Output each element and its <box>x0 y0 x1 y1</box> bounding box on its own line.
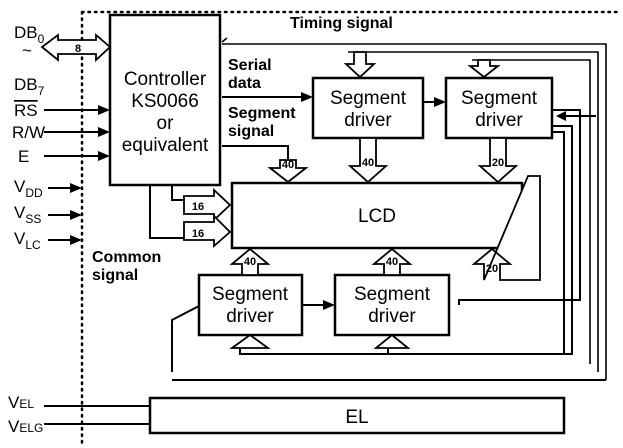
data-bus-arrow <box>40 33 112 63</box>
pin-vlc: VLC <box>14 229 41 252</box>
bus-arrow-seg-bottom-2 <box>371 247 413 276</box>
bus-width-common-lower: 16 <box>192 228 204 240</box>
bus-arrow-seg-top-3 <box>477 137 519 184</box>
bus-width-seg-top-3: 20 <box>492 157 504 169</box>
lower-driver-feed-wires <box>239 111 596 355</box>
segment-driver-bottom-right: Segment driver <box>333 273 451 337</box>
segment-signal-path <box>222 145 289 160</box>
controller-label-2: KS0066 <box>131 91 199 112</box>
segment-driver-label-1: Segment <box>212 284 289 305</box>
pin-rw: R/W <box>12 123 45 142</box>
bus-arrow-lower-left <box>229 333 271 349</box>
lcd-panel: LCD <box>230 181 524 250</box>
timing-signal-label: Timing signal <box>290 15 393 32</box>
bus-width-seg-bottom-3: 20 <box>486 263 498 275</box>
pin-rs: RS <box>14 101 38 120</box>
bus-width-seg-bottom-1: 40 <box>244 256 256 268</box>
bus-arrow-seg-bottom-1 <box>229 247 271 276</box>
pin-e: E <box>18 147 29 166</box>
bus-arrow-timing-2 <box>467 59 501 79</box>
segment-driver-label-2: driver <box>475 110 523 131</box>
el-panel: EL <box>148 396 566 435</box>
bus-width-seg-bottom-2: 40 <box>386 256 398 268</box>
segment-driver-label-1: Segment <box>330 88 407 109</box>
bus-width-seg-top-1: 40 <box>282 159 294 171</box>
segment-driver-top-left: Segment driver <box>311 76 425 140</box>
bus-width-data: 8 <box>75 43 81 55</box>
pin-vdd: VDD <box>14 177 43 200</box>
controller-label-4: equivalent <box>122 135 209 156</box>
pin-velg: VELG <box>8 417 43 436</box>
pin-db0: DB0 <box>14 23 45 46</box>
module-boundary <box>80 10 620 446</box>
pin-vss: VSS <box>14 203 41 226</box>
bus-arrow-seg-top-1 <box>267 159 309 184</box>
segment-driver-label-2: driver <box>226 306 274 327</box>
pin-vel: VEL <box>8 393 34 412</box>
controller-label-3: or <box>157 113 175 134</box>
serial-data-label-2: data <box>228 75 261 92</box>
segment-driver-bottom-left: Segment driver <box>197 273 304 337</box>
segment-driver-label-2: driver <box>368 306 416 327</box>
common-signal-label-1: Common <box>92 249 161 266</box>
bus-arrow-seg-bottom-3 <box>471 175 541 281</box>
segment-driver-top-right: Segment driver <box>444 76 554 140</box>
common-signal-label-2: signal <box>92 267 138 284</box>
lcd-label: LCD <box>358 206 396 227</box>
pin-db7: DB7 <box>14 75 45 98</box>
bus-width-seg-top-2: 40 <box>362 157 374 169</box>
bus-arrow-timing-1 <box>343 51 377 79</box>
pin-tilde: ~ <box>22 41 32 60</box>
bus-arrow-lower-right <box>373 333 411 349</box>
el-supply-wires <box>44 405 150 425</box>
el-label: EL <box>345 407 368 428</box>
bus-width-common-upper: 16 <box>192 201 204 213</box>
controller-label-1: Controller <box>124 69 207 90</box>
segment-driver-label-1: Segment <box>354 284 431 305</box>
segment-signal-label-1: Segment <box>228 105 296 122</box>
serial-data-path <box>222 92 581 310</box>
bus-arrow-seg-top-2 <box>347 137 389 184</box>
power-input-arrows <box>48 183 82 245</box>
controller-block: Controller KS0066 or equivalent <box>108 13 222 187</box>
timing-signal-wires <box>171 37 607 381</box>
control-input-arrows <box>44 105 110 161</box>
common-signal-buses: 16 16 <box>149 185 232 248</box>
serial-data-label-1: Serial <box>228 57 272 74</box>
segment-driver-label-2: driver <box>344 110 392 131</box>
segment-signal-label-2: signal <box>228 123 274 140</box>
segment-driver-label-1: Segment <box>461 88 538 109</box>
